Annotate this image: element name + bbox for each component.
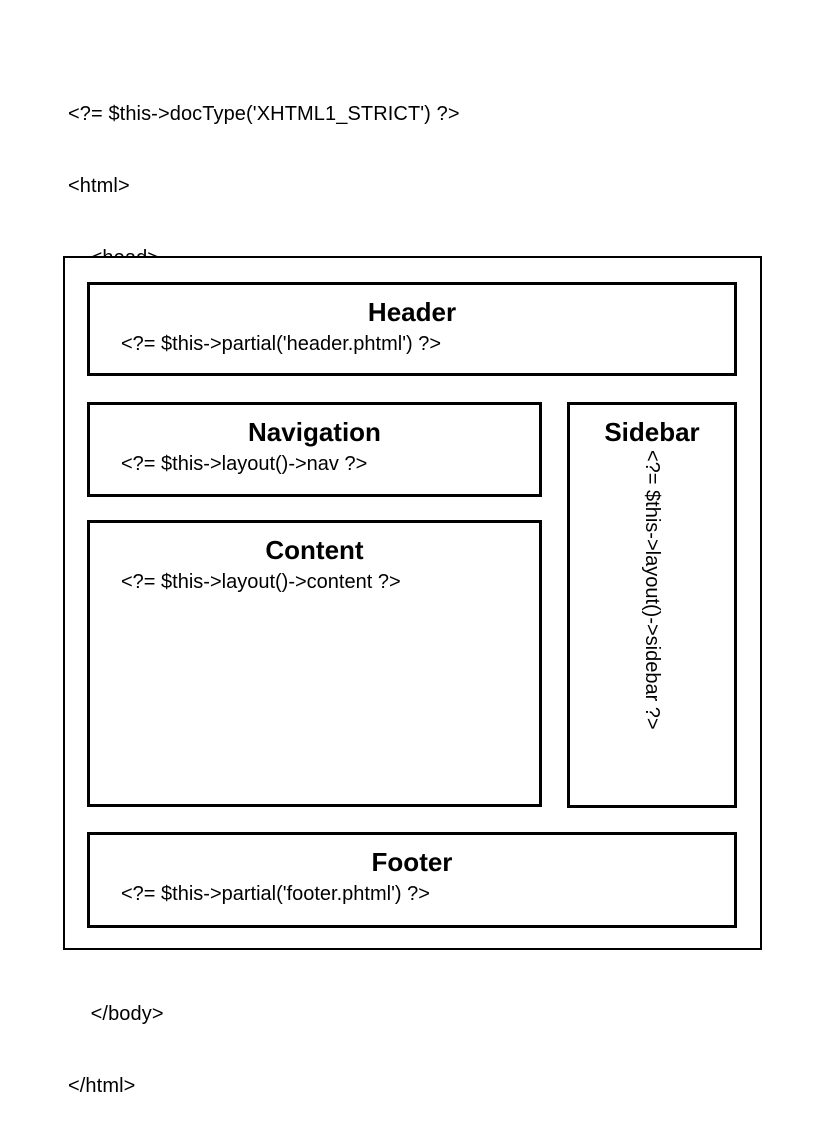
navigation-box-title: Navigation	[248, 417, 381, 447]
sidebar-box-title: Sidebar	[604, 417, 700, 447]
header-box: Header <?= $this->partial('header.phtml'…	[87, 282, 737, 376]
content-box: Content <?= $this->layout()->content ?>	[87, 520, 542, 807]
navigation-box: Navigation <?= $this->layout()->nav ?>	[87, 402, 542, 497]
footer-box: Footer <?= $this->partial('footer.phtml'…	[87, 832, 737, 928]
sidebar-box: Sidebar <?= $this->layout()->sidebar ?>	[567, 402, 737, 808]
code-line-html-open: <html>	[68, 175, 130, 197]
bottom-code-block: </body> </html>	[68, 954, 164, 1122]
content-box-title: Content	[265, 535, 364, 565]
header-box-code: <?= $this->partial('header.phtml') ?>	[121, 333, 442, 355]
footer-box-title: Footer	[371, 847, 453, 877]
footer-box-code: <?= $this->partial('footer.phtml') ?>	[121, 883, 430, 905]
code-line-html-close: </html>	[68, 1075, 136, 1097]
header-box-title: Header	[367, 297, 457, 327]
code-line-doctype: <?= $this->docType('XHTML1_STRICT') ?>	[68, 103, 460, 125]
code-line-body-close: </body>	[68, 1003, 164, 1025]
navigation-box-code: <?= $this->layout()->nav ?>	[121, 453, 368, 475]
sidebar-box-code: <?= $this->layout()->sidebar ?>	[641, 450, 663, 730]
content-box-code: <?= $this->layout()->content ?>	[121, 571, 401, 593]
sidebar-code-wrap: <?= $this->layout()->sidebar ?>	[570, 450, 734, 805]
